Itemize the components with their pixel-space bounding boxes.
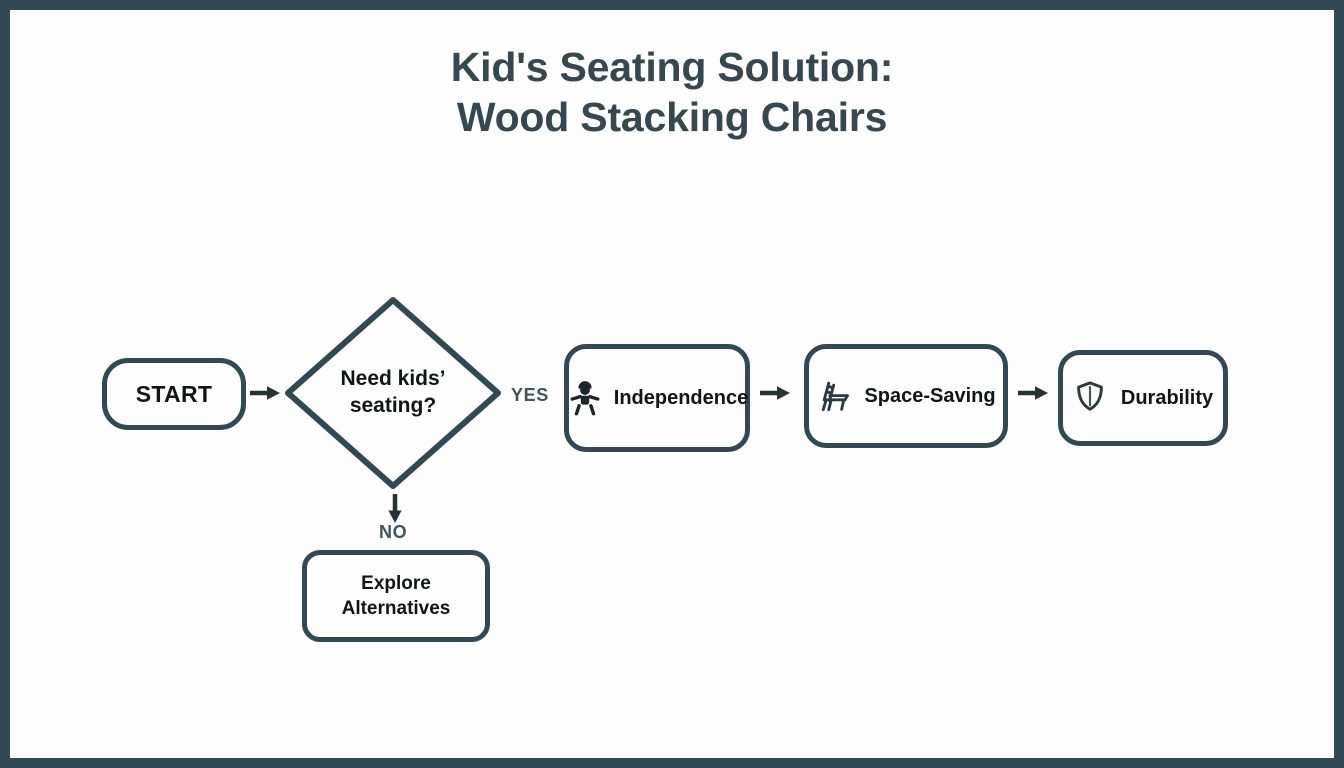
page-title: Kid's Seating Solution: Wood Stacking Ch…	[14, 42, 1330, 142]
node-independence[interactable]: Independence	[564, 344, 750, 452]
page-title-line-1: Kid's Seating Solution:	[450, 44, 894, 90]
edge-label-yes: YES	[511, 385, 549, 405]
stacking-chair-icon	[816, 377, 854, 415]
node-durability-label: Durability	[1120, 386, 1214, 409]
arrow-start-to-decision-icon	[248, 380, 282, 406]
child-icon	[566, 379, 604, 417]
page-title-line-2: Wood Stacking Chairs	[456, 94, 888, 141]
arrow-decision-to-alternatives-icon	[382, 492, 408, 524]
node-explore-alternatives-line-2: Alternatives	[341, 598, 451, 619]
node-explore-alternatives-line-1: Explore	[361, 572, 431, 594]
node-space-saving-label: Space-Saving	[864, 384, 996, 407]
node-space-saving[interactable]: Space-Saving	[804, 344, 1008, 448]
node-decision[interactable]: Need kids’ seating?	[282, 294, 504, 492]
flowchart-stage: Kid's Seating Solution: Wood Stacking Ch…	[14, 14, 1330, 754]
node-durability[interactable]: Durability	[1058, 350, 1228, 446]
node-explore-alternatives[interactable]: Explore Alternatives	[302, 550, 490, 642]
node-start-label: START	[135, 380, 213, 407]
edge-label-no: NO	[379, 522, 408, 542]
node-explore-alternatives-label: Explore Alternatives	[307, 571, 485, 621]
node-start[interactable]: START	[102, 358, 246, 430]
arrow-space-to-durability-icon	[1016, 380, 1050, 406]
shield-icon	[1073, 379, 1111, 417]
slide-sheet: Kid's Seating Solution: Wood Stacking Ch…	[10, 10, 1334, 758]
arrow-independence-to-space-icon	[758, 380, 792, 406]
node-independence-label: Independence	[613, 386, 749, 409]
